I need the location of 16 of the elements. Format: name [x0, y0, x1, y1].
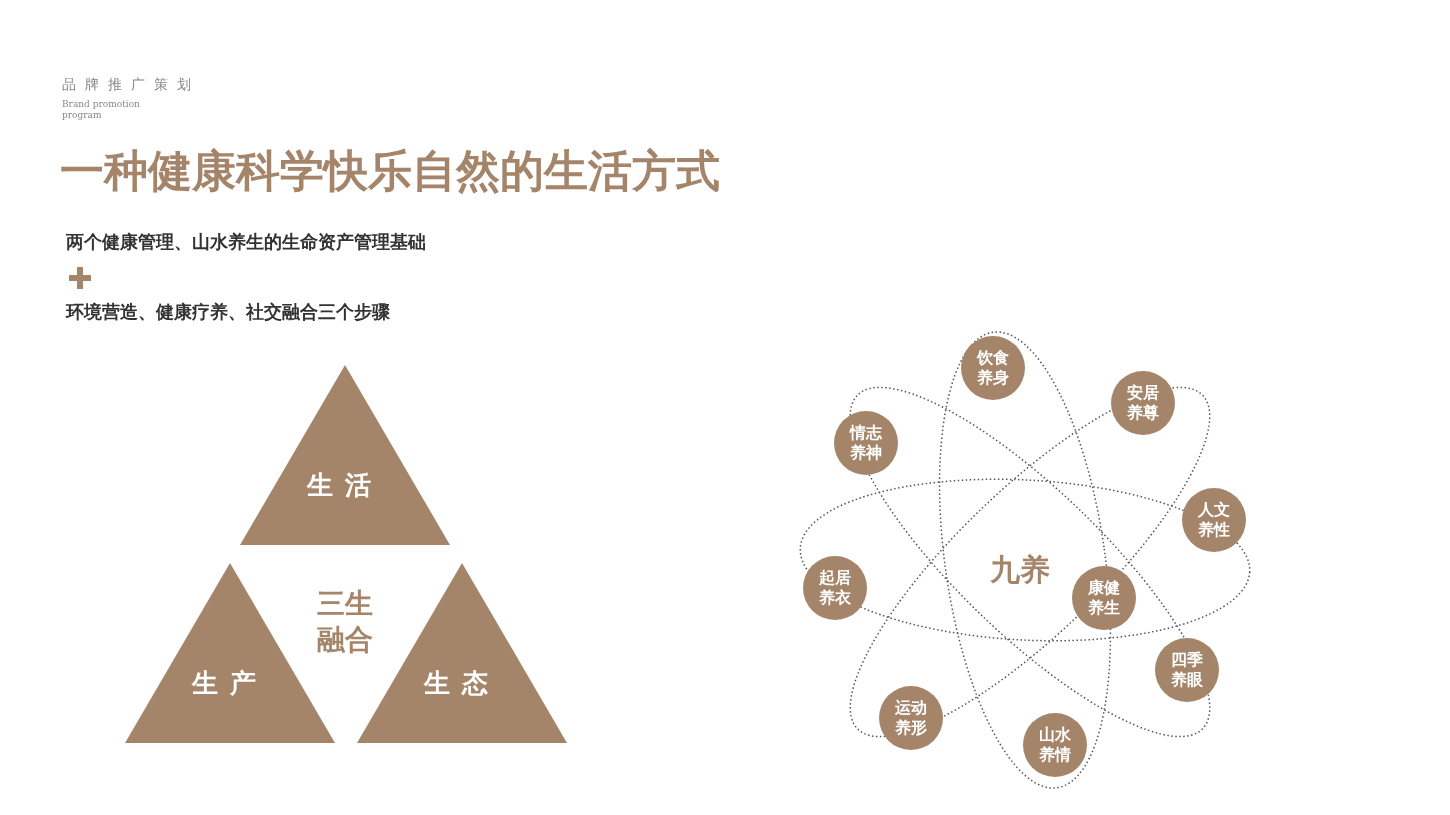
- subtitle-text: 品牌推广策划: [62, 76, 200, 94]
- caption-text: Brand promotion program: [62, 99, 141, 121]
- triangle-shape: 生活: [240, 365, 450, 545]
- circle-badge: 饮食养身: [961, 336, 1025, 400]
- center-label: 九养: [990, 551, 1050, 589]
- heading: 一种健康科学快乐自然的生活方式: [60, 144, 720, 198]
- body-text: 环境营造、健康疗养、社交融合三个步骤: [66, 300, 390, 324]
- circle-badge: 运动养形: [879, 686, 943, 750]
- circle-badge: 四季养眼: [1155, 638, 1219, 702]
- circle-badge: 安居养尊: [1111, 371, 1175, 435]
- circle-badge: 康健养生: [1072, 566, 1136, 630]
- body-text: 两个健康管理、山水养生的生命资产管理基础: [66, 230, 426, 254]
- circle-badge: 人文养性: [1182, 488, 1246, 552]
- circle-badge: 起居养衣: [803, 556, 867, 620]
- circle-badge: 情志养神: [834, 411, 898, 475]
- circle-badge: 山水养情: [1023, 713, 1087, 777]
